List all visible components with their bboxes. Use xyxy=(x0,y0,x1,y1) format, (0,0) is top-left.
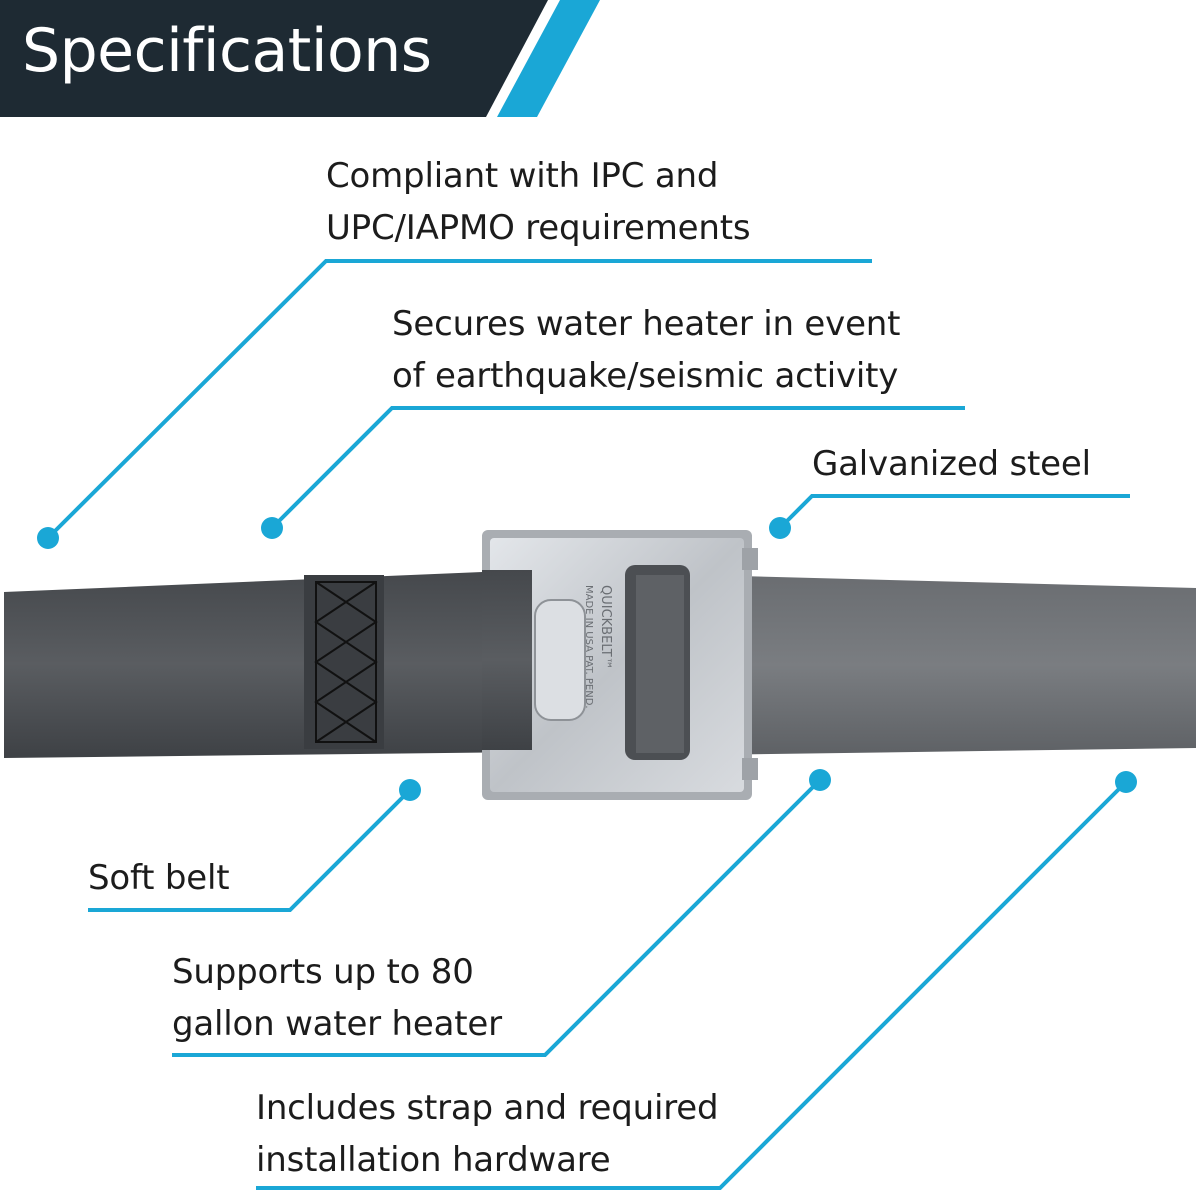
material-dot xyxy=(769,517,791,539)
contents-line-2: installation hardware xyxy=(256,1140,611,1180)
material-line-1: Galvanized steel xyxy=(812,444,1091,484)
compliance-callout: Compliant with IPC and UPC/IAPMO require… xyxy=(326,150,751,254)
capacity-line-2: gallon water heater xyxy=(172,1004,502,1044)
capacity-line-1: Supports up to 80 xyxy=(172,952,474,992)
compliance-leader xyxy=(46,259,872,540)
seismic-dot xyxy=(261,517,283,539)
contents-dot xyxy=(1115,771,1137,793)
material-callout: Galvanized steel xyxy=(812,438,1091,490)
capacity-dot xyxy=(809,769,831,791)
header-banner: Specifications xyxy=(0,0,600,117)
capacity-callout: Supports up to 80 gallon water heater xyxy=(172,946,502,1050)
belt-line-1: Soft belt xyxy=(88,858,230,898)
compliance-dot xyxy=(37,527,59,549)
buckle-brand-text: QUICKBELT™ xyxy=(598,585,613,670)
belt-leader xyxy=(88,788,412,912)
page-title: Specifications xyxy=(22,16,432,86)
seismic-line-2: of earthquake/seismic activity xyxy=(392,356,899,396)
seismic-line-1: Secures water heater in event xyxy=(392,304,901,344)
seismic-callout: Secures water heater in event of earthqu… xyxy=(392,298,900,402)
soft-belt-right xyxy=(700,575,1196,755)
contents-callout: Includes strap and required installation… xyxy=(256,1082,719,1186)
seismic-leader xyxy=(270,406,965,530)
compliance-line-2: UPC/IAPMO requirements xyxy=(326,208,751,248)
material-leader xyxy=(778,494,1130,530)
compliance-line-1: Compliant with IPC and xyxy=(326,156,719,196)
contents-line-1: Includes strap and required xyxy=(256,1088,719,1128)
belt-callout: Soft belt xyxy=(88,852,230,904)
belt-dot xyxy=(399,779,421,801)
soft-belt-left xyxy=(4,570,530,758)
capacity-leader xyxy=(172,778,822,1057)
contents-leader xyxy=(256,780,1128,1190)
buckle-origin-text: MADE IN USA PAT. PEND. xyxy=(583,585,594,709)
buckle: QUICKBELT™ MADE IN USA PAT. PEND. xyxy=(482,530,758,800)
header-background xyxy=(0,0,600,117)
